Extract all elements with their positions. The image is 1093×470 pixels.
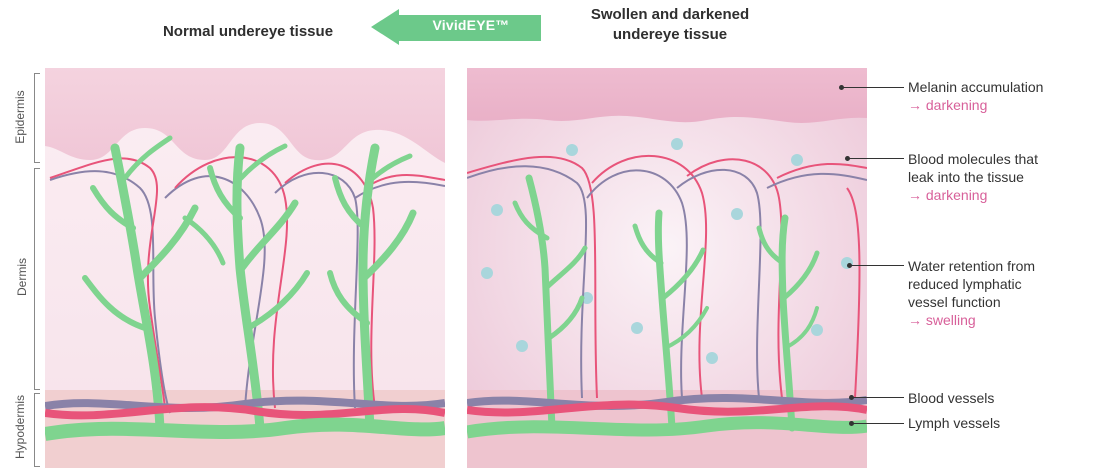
- annotation-melanin: Melanin accumulation → darkening: [908, 78, 1093, 114]
- swollen-tissue-illustration: [467, 68, 867, 468]
- epidermis-label: Epidermis: [13, 87, 27, 147]
- annotation-text: Blood molecules that: [908, 150, 1093, 168]
- water-retention-leader: [850, 265, 904, 266]
- annotation-effect: → swelling: [908, 311, 1093, 329]
- annotation-text: Melanin accumulation: [908, 78, 1093, 96]
- hypodermis-label: Hypodermis: [13, 385, 27, 469]
- annotation-text: Water retention from: [908, 257, 1093, 275]
- annotation-lymph-vessels: Lymph vessels: [908, 414, 1093, 432]
- product-arrow-label: VividEYE™: [405, 17, 537, 33]
- epidermis-bracket: [34, 73, 40, 163]
- normal-tissue-illustration: [45, 68, 445, 468]
- annotation-text: leak into the tissue: [908, 168, 1093, 186]
- swollen-tissue-title: Swollen and darkened undereye tissue: [560, 5, 780, 45]
- annotation-text: Lymph vessels: [908, 414, 1093, 432]
- blood-vessels-leader: [852, 397, 904, 398]
- blood-molecules-leader: [848, 158, 904, 159]
- annotation-blood-vessels: Blood vessels: [908, 389, 1093, 407]
- annotation-effect: → darkening: [908, 96, 1093, 114]
- dermis-label: Dermis: [15, 247, 29, 307]
- annotation-text: vessel function: [908, 293, 1093, 311]
- normal-tissue-title: Normal undereye tissue: [128, 22, 368, 42]
- annotation-water-retention: Water retention from reduced lymphatic v…: [908, 257, 1093, 329]
- annotation-text: reduced lymphatic: [908, 275, 1093, 293]
- swollen-title-line-2: undereye tissue: [560, 25, 780, 45]
- dermis-bracket: [34, 168, 40, 390]
- hypodermis-bracket: [34, 393, 40, 467]
- annotation-effect: → darkening: [908, 186, 1093, 204]
- lymph-vessels-leader: [852, 423, 904, 424]
- annotation-blood-molecules: Blood molecules that leak into the tissu…: [908, 150, 1093, 204]
- melanin-leader: [842, 87, 904, 88]
- annotation-text: Blood vessels: [908, 389, 1093, 407]
- swollen-title-line-1: Swollen and darkened: [560, 5, 780, 25]
